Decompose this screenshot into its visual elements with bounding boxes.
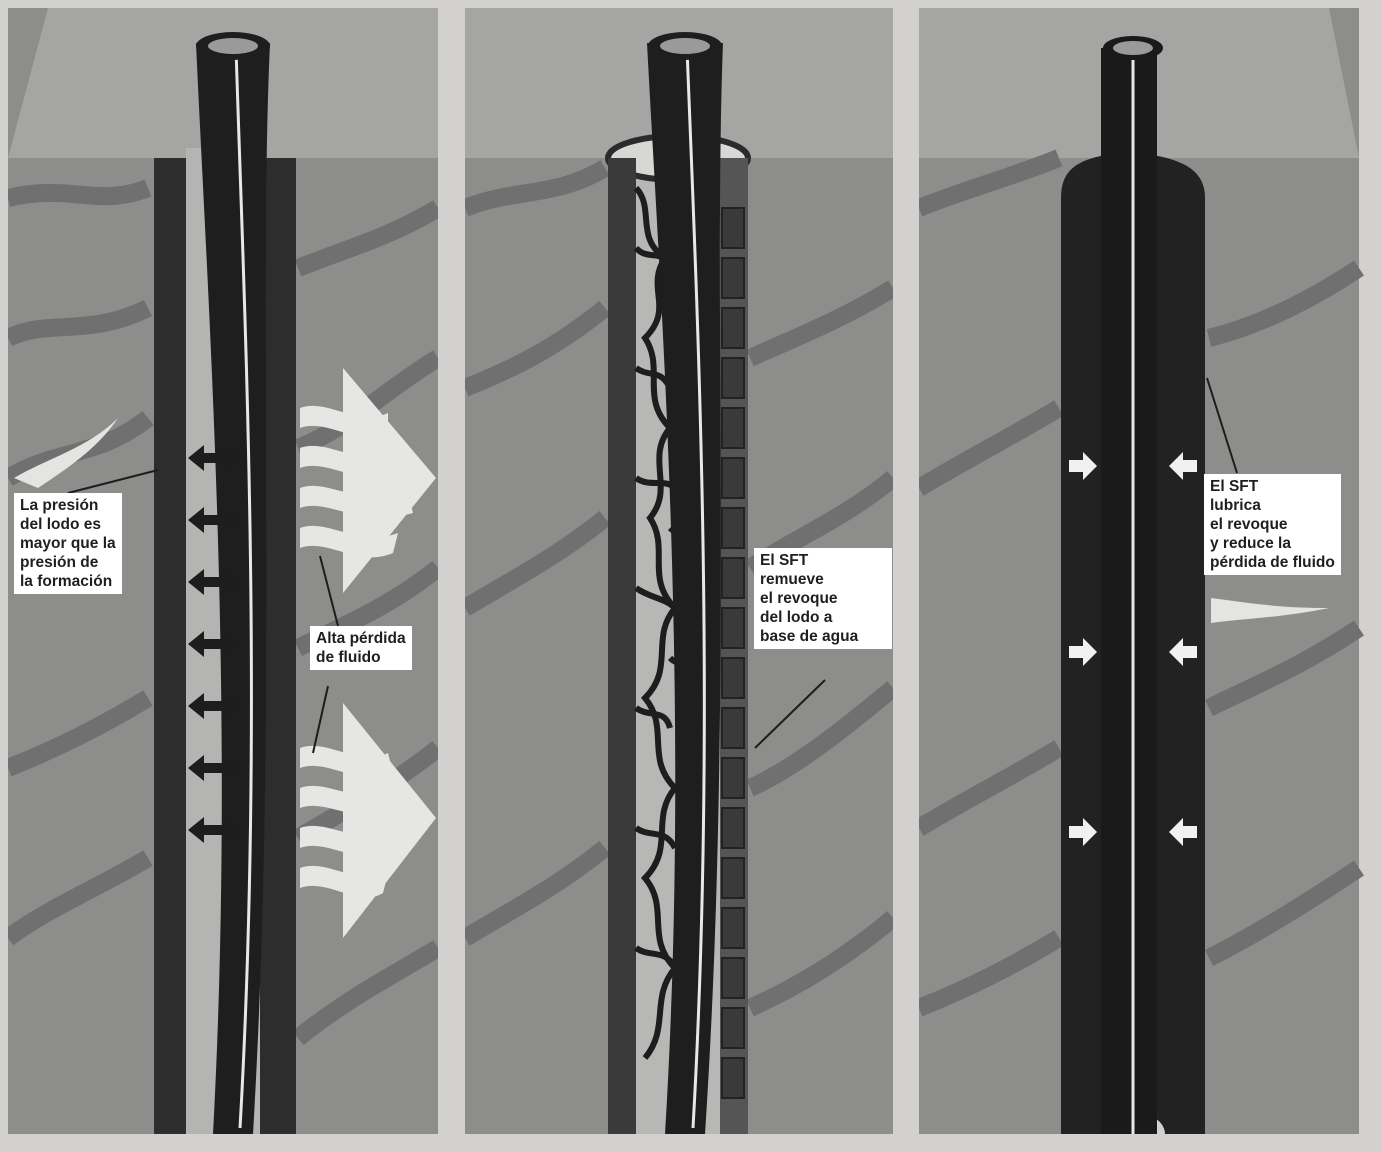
sft-lubricates-label: El SFT lubrica el revoque y reduce la pé… <box>1204 474 1341 575</box>
mud-pressure-label: La presión del lodo es mayor que la pres… <box>14 493 122 594</box>
drill-pipe <box>1101 48 1157 1134</box>
panel-sft-lubricates: El SFT lubrica el revoque y reduce la pé… <box>919 8 1381 1134</box>
high-fluid-loss-label: Alta pérdida de fluido <box>310 626 412 670</box>
panel-sft-removes-cake: El SFT remueve el revoque del lodo a bas… <box>465 8 893 1134</box>
panel-high-fluid-loss: La presión del lodo es mayor que la pres… <box>8 8 438 1134</box>
mud-cake-left <box>154 158 186 1134</box>
sft-removes-cake-label: El SFT remueve el revoque del lodo a bas… <box>754 548 892 649</box>
